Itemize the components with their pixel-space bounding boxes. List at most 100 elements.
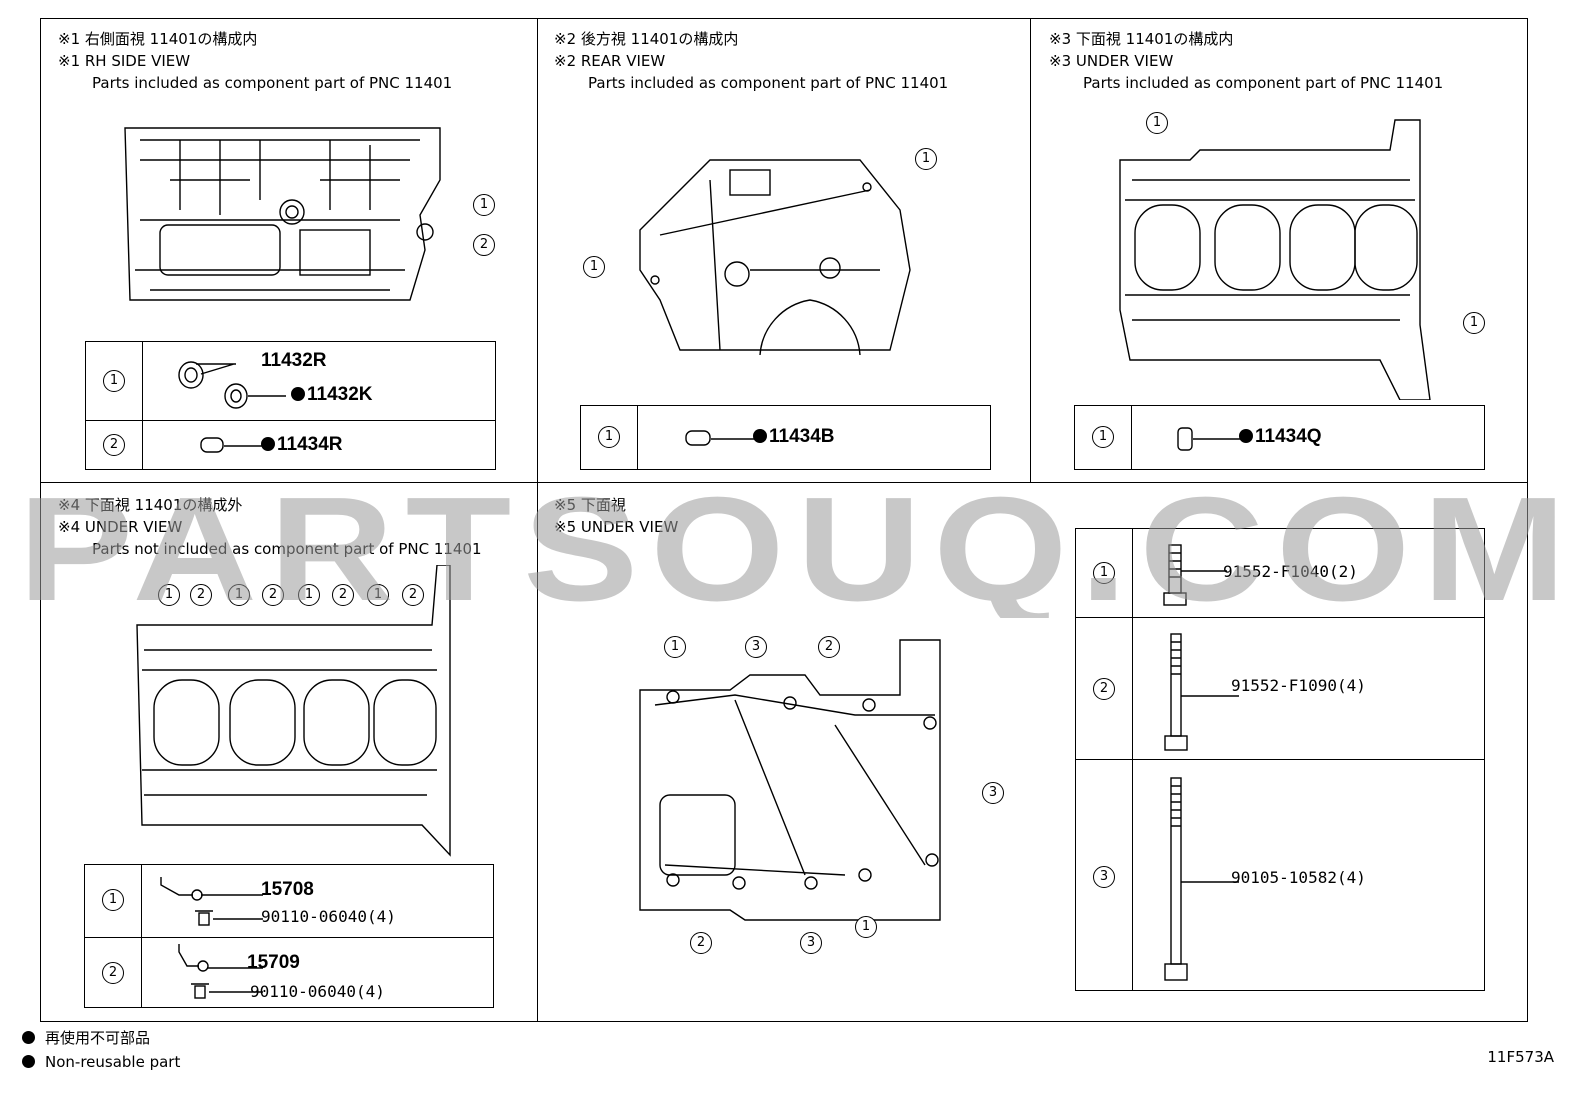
row-index: 3 (1093, 866, 1115, 888)
part-number: 90110-06040(4) (250, 982, 385, 1001)
bolt-icon (1164, 633, 1239, 751)
callout-3: 3 (745, 636, 767, 658)
header-jp: ※5 下面視 (554, 496, 626, 514)
part-number: 91552-F1090(4) (1231, 676, 1366, 695)
part-number: 15708 (261, 879, 314, 900)
under-view-drawing-5 (639, 639, 941, 921)
part-number: 11432R (261, 350, 327, 371)
part-number-nonreusable: 11432K (291, 384, 373, 406)
legend-en: Non-reusable part (22, 1050, 180, 1074)
bolt-icon (1163, 544, 1227, 606)
row-index: 1 (103, 370, 125, 392)
header-en: ※4 UNDER VIEW (58, 518, 183, 536)
callout-1: 1 (915, 148, 937, 170)
dowel-pin-icon (1177, 427, 1241, 451)
callout-3: 3 (982, 782, 1004, 804)
callout-1: 1 (367, 584, 389, 606)
table-row: 1 91552-F1040(2) (1076, 529, 1484, 617)
row-index: 1 (598, 426, 620, 448)
legend-jp: 再使用不可部品 (22, 1026, 180, 1050)
row-index: 2 (103, 434, 125, 456)
callout-1: 1 (855, 916, 877, 938)
callout-2: 2 (262, 584, 284, 606)
non-reusable-dot-icon (22, 1031, 35, 1044)
callout-2: 2 (190, 584, 212, 606)
diagram-frame (40, 18, 1528, 1022)
part-number-nonreusable: 11434Q (1239, 426, 1322, 448)
non-reusable-dot-icon (753, 429, 767, 443)
row-index: 1 (102, 889, 124, 911)
legend: 再使用不可部品 Non-reusable part (22, 1026, 180, 1074)
table-row: 1 11434B (581, 406, 990, 469)
header-note: Parts not included as component part of … (92, 540, 482, 558)
header-jp: ※3 下面視 11401の構成内 (1049, 30, 1234, 48)
parts-table-rh: 1 11432R 11432K 2 11434R (85, 341, 496, 470)
oil-jet-icon (160, 877, 263, 926)
callout-1: 1 (473, 194, 495, 216)
dowel-pin-icon (200, 437, 264, 453)
callout-2: 2 (690, 932, 712, 954)
parts-table-under4: 1 15708 90110-06040(4) 2 15709 (84, 864, 494, 1008)
table-row: 2 91552-F1090(4) (1076, 617, 1484, 759)
table-row: 1 11432R 11432K (86, 342, 495, 420)
table-row: 2 15709 90110-06040(4) (85, 937, 493, 1007)
callout-1: 1 (1146, 112, 1168, 134)
non-reusable-dot-icon (291, 387, 305, 401)
parts-table-under3: 1 11434Q (1074, 405, 1485, 470)
oil-jet-icon (178, 944, 263, 999)
rh-side-view-drawing (124, 127, 441, 301)
header-en: ※2 REAR VIEW (554, 52, 666, 70)
under-view-drawing-3 (1119, 119, 1431, 400)
panel-header-rear: ※2 後方視 11401の構成内 ※2 REAR VIEW Parts incl… (554, 28, 948, 94)
divider (40, 482, 1528, 483)
svg-text:PARTSOUQ.COM: PARTSOUQ.COM (18, 468, 1578, 618)
header-jp: ※2 後方視 11401の構成内 (554, 30, 739, 48)
bolt-icon (1164, 777, 1239, 981)
table-row: 1 11434Q (1075, 406, 1484, 469)
header-jp: ※1 右側面視 11401の構成内 (58, 30, 258, 48)
illustration-code: 11F573A (1487, 1048, 1554, 1066)
panel-header-under5: ※5 下面視 ※5 UNDER VIEW (554, 494, 678, 538)
callout-1: 1 (1463, 312, 1485, 334)
callout-2: 2 (473, 234, 495, 256)
part-number: 90110-06040(4) (261, 907, 396, 926)
row-index: 1 (1093, 562, 1115, 584)
row-index: 2 (102, 962, 124, 984)
part-number-nonreusable: 11434R (261, 434, 343, 456)
divider (1030, 18, 1031, 482)
dowel-pin-icon (685, 430, 759, 446)
part-number-nonreusable: 11434B (753, 426, 835, 448)
callout-1: 1 (158, 584, 180, 606)
panel-header-under3: ※3 下面視 11401の構成内 ※3 UNDER VIEW Parts inc… (1049, 28, 1443, 94)
callout-2: 2 (332, 584, 354, 606)
non-reusable-dot-icon (22, 1055, 35, 1068)
callout-3: 3 (800, 932, 822, 954)
non-reusable-dot-icon (1239, 429, 1253, 443)
row-index: 2 (1093, 678, 1115, 700)
header-note: Parts included as component part of PNC … (588, 74, 949, 92)
under-view-drawing-4 (136, 565, 451, 857)
part-number: 15709 (247, 952, 300, 973)
header-note: Parts included as component part of PNC … (92, 74, 453, 92)
callout-1: 1 (298, 584, 320, 606)
header-en: ※3 UNDER VIEW (1049, 52, 1174, 70)
watermark: PARTSOUQ.COM (18, 468, 1578, 618)
part-number: 90105-10582(4) (1231, 868, 1366, 887)
divider (537, 18, 538, 1022)
header-en: ※1 RH SIDE VIEW (58, 52, 191, 70)
callout-1: 1 (664, 636, 686, 658)
rear-view-drawing (639, 159, 911, 355)
header-jp: ※4 下面視 11401の構成外 (58, 496, 243, 514)
row-index: 1 (1092, 426, 1114, 448)
part-number: 91552-F1040(2) (1223, 562, 1358, 581)
header-en: ※5 UNDER VIEW (554, 518, 679, 536)
callout-1: 1 (228, 584, 250, 606)
panel-header-under4: ※4 下面視 11401の構成外 ※4 UNDER VIEW Parts not… (58, 494, 482, 560)
callout-2: 2 (402, 584, 424, 606)
callout-1: 1 (583, 256, 605, 278)
header-note: Parts included as component part of PNC … (1083, 74, 1444, 92)
parts-table-under5: 1 91552-F1040(2) 2 91552-F1090(4) 3 (1075, 528, 1485, 991)
seal-plug-icon (178, 361, 286, 409)
non-reusable-dot-icon (261, 437, 275, 451)
